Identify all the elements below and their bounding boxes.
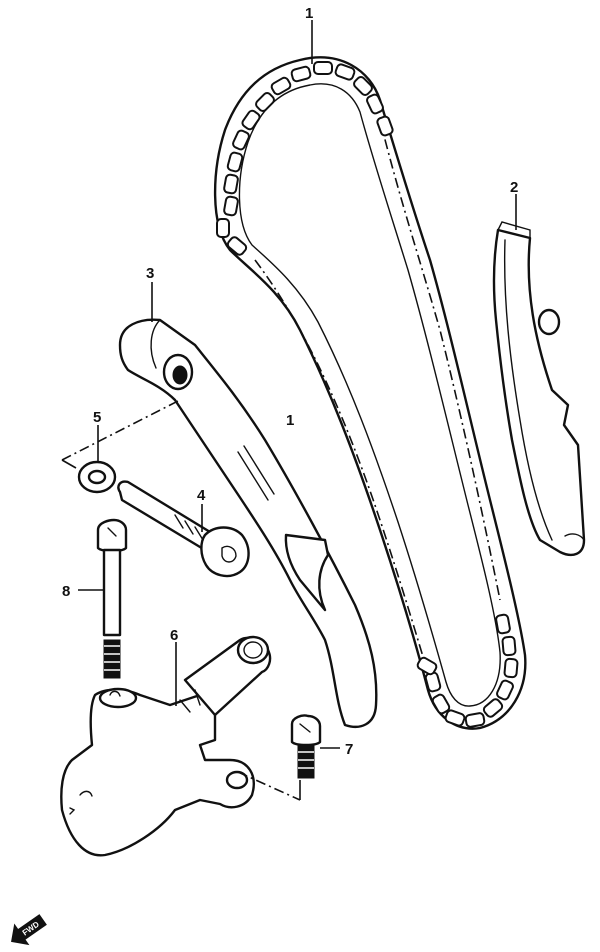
leader-lines <box>61 20 517 801</box>
callout-2: 2 <box>510 179 518 196</box>
cam-chain <box>213 56 527 730</box>
chain-links-top <box>216 61 394 256</box>
callout-3: 3 <box>146 265 154 282</box>
callout-4: 4 <box>197 487 206 504</box>
callout-5: 5 <box>93 409 101 426</box>
washer <box>77 460 117 494</box>
chain-guide <box>492 221 586 556</box>
callout-6: 6 <box>170 627 178 644</box>
tensioner-bolt-long <box>96 518 128 679</box>
pivot-bolt <box>117 480 250 578</box>
chain-tensioner <box>60 635 272 857</box>
callout-7: 7 <box>345 741 353 758</box>
callout-labels: 1 2 3 4 5 6 7 8 <box>62 5 518 758</box>
forward-arrow-icon: FWD <box>11 914 47 946</box>
tensioner-arm: 1 <box>118 318 378 728</box>
svg-text:1: 1 <box>286 412 294 429</box>
chain-links-bottom <box>416 613 519 728</box>
callout-8: 8 <box>62 583 70 600</box>
callout-1: 1 <box>305 5 313 22</box>
tensioner-bolt-short <box>290 714 322 779</box>
